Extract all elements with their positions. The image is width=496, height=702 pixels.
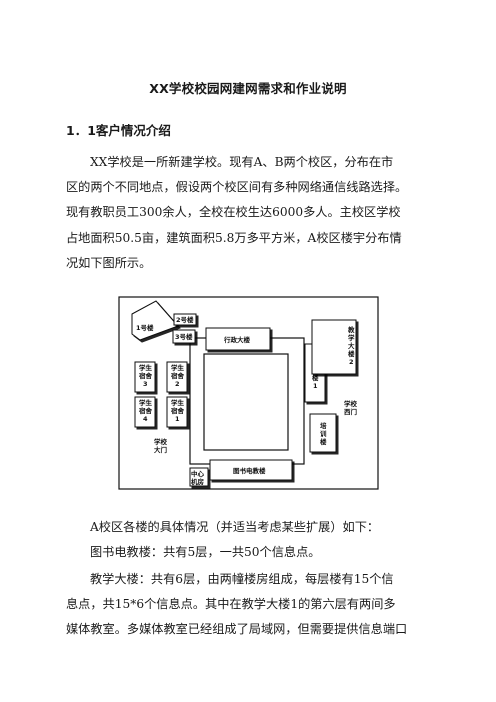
school-gate-label: 学校 [154, 437, 168, 446]
dorm-1-label: 宿舍 [171, 406, 185, 415]
building-intro-paragraph: A校区各楼的具体情况（并适当考虑某些扩展）如下： 图书电教楼：共有5层，一共50… [66, 515, 430, 565]
dorm-2-label: 宿舍 [171, 371, 185, 380]
training-building [309, 413, 337, 453]
teaching-2-label: 楼 [348, 349, 355, 358]
building-3-label: 3号楼 [175, 332, 193, 341]
school-gate-label: 大门 [154, 445, 168, 454]
center-room-label: 中心 [191, 469, 205, 478]
dorm-2-label: 学生 [171, 363, 185, 372]
intro-line: 况如下图所示。 [66, 255, 152, 270]
intro-line: 占地面积50.5亩，建筑面积5.8万多平方米，A校区楼宇分布情 [66, 230, 402, 245]
teaching-2-label: 2 [349, 358, 354, 366]
campus-map: 1号楼 2号楼 3号楼 行政大楼 学生 宿舍 3 学生 宿舍 2 [118, 296, 379, 490]
teaching-line: 教学大楼：共有6层，由两幢楼房组成，每层楼有15个信 [90, 572, 394, 586]
dorm-4-label: 宿舍 [139, 406, 153, 415]
dorm-4-label: 4 [143, 415, 148, 423]
training-label: 培 [320, 421, 327, 430]
library-building [209, 459, 293, 481]
center-room-label: 机房 [191, 477, 205, 486]
admin-building-label: 行政大楼 [223, 335, 251, 344]
teaching-paragraph: 教学大楼：共有6层，由两幢楼房组成，每层楼有15个信 息点，共15*6个信息点。… [66, 567, 430, 643]
admin-building [205, 327, 271, 351]
building-1-label: 1号楼 [136, 323, 154, 332]
building-2-label: 2号楼 [176, 315, 194, 324]
library-label: 图书电教楼 [233, 466, 266, 475]
section-heading: 1．1客户情况介绍 [66, 123, 171, 138]
teaching-line: 媒体教室。多媒体教室已经组成了局域网，但需要提供信息端口 [66, 622, 408, 637]
document-title: XX学校校园网建网需求和作业说明 [149, 81, 347, 96]
dorm-3-label: 3 [143, 380, 148, 388]
dorm-1 [166, 396, 188, 428]
dorm-3-label: 学生 [139, 363, 153, 372]
teaching-1-label: 1 [313, 382, 318, 390]
dorm-1-label: 1 [175, 415, 180, 423]
ring-road-inner [203, 353, 289, 451]
west-gate-label: 西门 [344, 407, 358, 416]
teaching-2-label: 大 [348, 341, 355, 350]
dorm-2 [166, 361, 188, 393]
building-2 [173, 313, 197, 326]
dorm-2-label: 2 [175, 380, 180, 388]
building-1 [131, 300, 179, 341]
teaching-2-label: 教 [347, 325, 355, 334]
intro-line: 区的两个不同地点，假设两个校区间有多种网络通信线路选择。 [66, 180, 408, 195]
building-intro-line: A校区各楼的具体情况（并适当考虑某些扩展）如下： [90, 520, 380, 534]
central-machine-room [189, 467, 209, 487]
dorm-3 [134, 361, 156, 393]
teaching-2-label: 学 [348, 333, 355, 342]
teaching-building-2 [311, 319, 357, 375]
dorm-4-label: 学生 [139, 398, 153, 407]
intro-paragraph: XX学校是一所新建学校。现有A、B两个校区，分布在市 区的两个不同地点，假设两个… [66, 150, 430, 276]
dorm-1-label: 学生 [171, 398, 185, 407]
training-label: 楼 [320, 437, 327, 446]
intro-line: 现有教职员工300余人，全校在校生达6000多人。主校区学校 [66, 205, 401, 220]
dorm-3-label: 宿舍 [139, 371, 153, 380]
intro-line: XX学校是一所新建学校。现有A、B两个校区，分布在市 [90, 155, 394, 169]
teaching-line: 息点，共15*6个信息点。其中在教学大楼1的第六层有两间多 [66, 597, 396, 612]
teaching-1-label: 楼 [312, 373, 319, 382]
dorm-4 [134, 396, 156, 428]
library-line: 图书电教楼：共有5层，一共50个信息点。 [90, 545, 321, 560]
west-gate-label: 学校 [344, 399, 358, 408]
building-3 [172, 329, 196, 344]
training-label: 训 [320, 429, 327, 438]
